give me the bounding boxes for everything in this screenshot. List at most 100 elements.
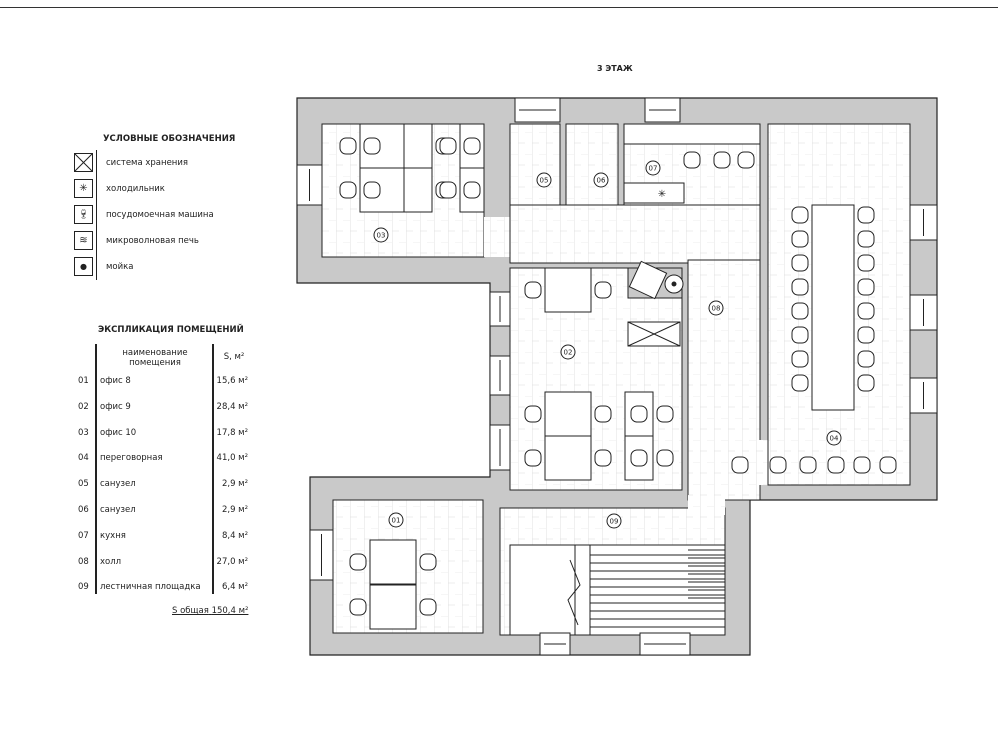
desk — [544, 267, 592, 313]
row-name: санузел — [100, 479, 136, 490]
staircase — [509, 544, 726, 636]
top-border-line — [0, 7, 998, 8]
row-num: 05 — [78, 479, 89, 490]
room-06 — [565, 123, 619, 207]
total-label: S общая — [172, 606, 209, 616]
legend-item-dishwasher: 🍷︎ посудомоечная машина — [74, 205, 274, 224]
chair — [713, 151, 731, 169]
window — [639, 632, 691, 656]
chair — [419, 553, 437, 571]
chair — [857, 278, 875, 296]
row-area: 2,9 м² — [221, 505, 248, 515]
window — [909, 377, 938, 414]
chair — [656, 449, 674, 467]
explication-title: ЭКСПЛИКАЦИЯ ПОМЕЩЕНИЙ — [98, 325, 244, 335]
kitchen-counter: ✳ — [623, 123, 761, 204]
room-05 — [509, 123, 561, 207]
row-area: 2,9 м² — [221, 479, 248, 490]
window — [514, 97, 561, 123]
chair — [731, 456, 749, 474]
row-num: 08 — [78, 556, 89, 567]
window — [296, 164, 323, 206]
room-label-04: 04 — [826, 430, 842, 446]
row-name: санузел — [100, 505, 136, 515]
storage-cross-icon — [74, 153, 93, 172]
row-area: 41,0 м² — [216, 453, 248, 464]
conference-table — [811, 204, 855, 411]
row-area: 27,0 м² — [216, 556, 248, 567]
window — [489, 291, 511, 327]
chair — [737, 151, 755, 169]
row-area: 15,6 м² — [216, 376, 248, 386]
row-num: 02 — [78, 401, 89, 412]
room-label-08: 08 — [708, 300, 724, 316]
row-num: 07 — [78, 530, 89, 541]
chair — [630, 405, 648, 423]
room-number: 01 — [392, 517, 401, 525]
row-area: 17,8 м² — [216, 427, 248, 438]
room-number: 07 — [649, 165, 658, 173]
row-area: 28,4 м² — [216, 401, 248, 412]
desk — [403, 167, 433, 213]
legend-item-fridge: ✳ холодильник — [74, 179, 274, 198]
room-08-hall — [509, 204, 761, 264]
chair — [339, 137, 357, 155]
chair — [791, 206, 809, 224]
room-number: 04 — [830, 435, 839, 443]
chair — [439, 181, 457, 199]
row-num: 04 — [78, 453, 89, 464]
microwave-icon: ≋ — [74, 231, 93, 250]
armchair-and-table — [628, 260, 684, 300]
chair — [791, 254, 809, 272]
room-number: 09 — [610, 518, 619, 526]
row-name: кухня — [100, 530, 126, 541]
row-num: 01 — [78, 376, 89, 386]
row-area: 8,4 м² — [221, 530, 248, 541]
row-num: 06 — [78, 505, 89, 515]
legend-label: микроволновая печь — [106, 235, 199, 246]
header-area: S, м² — [223, 352, 245, 362]
table-row: 06 санузел 2,9 м² — [78, 505, 258, 517]
chair — [594, 281, 612, 299]
chair — [791, 230, 809, 248]
header-name: наименование помещения — [122, 348, 188, 368]
room-number: 06 — [597, 177, 606, 185]
corridor — [484, 217, 514, 257]
chair — [791, 374, 809, 392]
storage-unit — [627, 321, 681, 347]
desk — [544, 391, 592, 437]
legend-label: холодильник — [106, 183, 165, 194]
sink-icon: ● — [74, 257, 93, 276]
chair — [857, 350, 875, 368]
window — [644, 97, 681, 123]
chair — [791, 302, 809, 320]
table-row: 05 санузел 2,9 м² — [78, 479, 258, 491]
chair — [857, 302, 875, 320]
chair — [857, 230, 875, 248]
window — [909, 294, 938, 331]
room-label-05: 05 — [536, 172, 552, 188]
row-num: 03 — [78, 427, 89, 438]
chair — [524, 449, 542, 467]
room-number: 03 — [377, 232, 386, 240]
chair — [630, 449, 648, 467]
chair — [594, 449, 612, 467]
chair — [349, 598, 367, 616]
passage — [688, 495, 725, 515]
chair — [827, 456, 845, 474]
chair — [349, 553, 367, 571]
row-name: лестничная площадка — [100, 582, 201, 593]
chair — [769, 456, 787, 474]
table-divider — [95, 344, 97, 594]
chair — [463, 137, 481, 155]
chair — [879, 456, 897, 474]
chair — [857, 254, 875, 272]
chair — [363, 181, 381, 199]
legend-item-microwave: ≋ микроволновая печь — [74, 231, 274, 250]
legend-label: система хранения — [106, 157, 188, 168]
chair — [419, 598, 437, 616]
